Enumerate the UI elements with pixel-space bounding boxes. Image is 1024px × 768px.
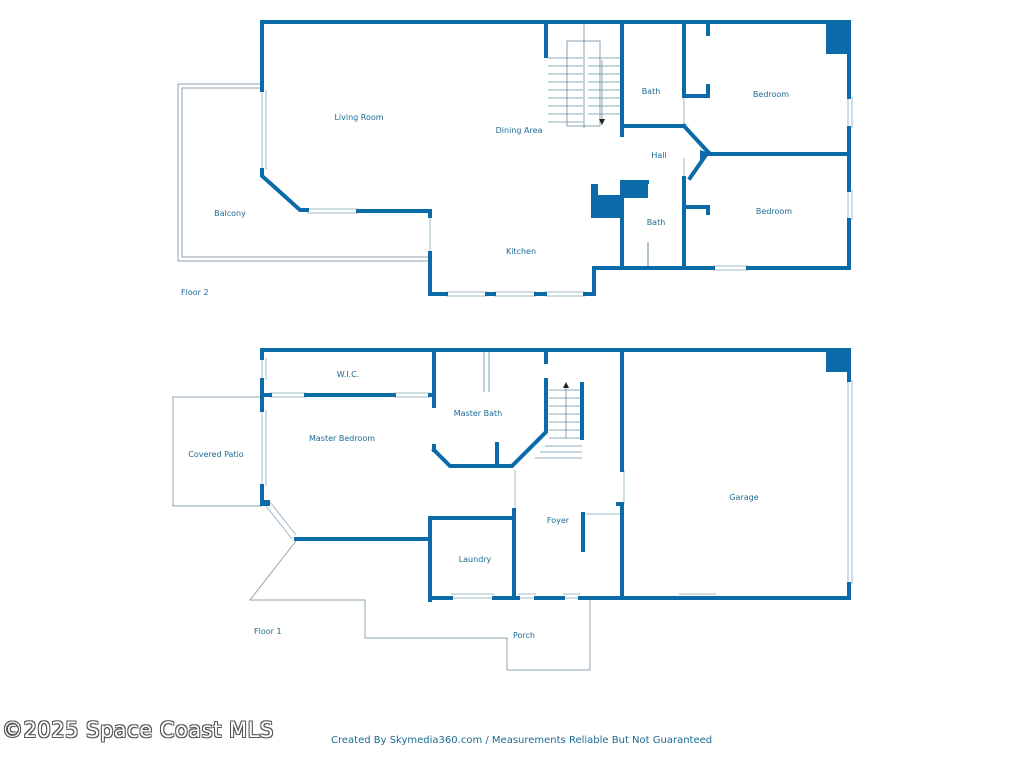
mls-watermark: ©2025 Space Coast MLS (2, 718, 274, 742)
windows-floor-1 (261, 358, 853, 599)
room-label-hall: Hall (651, 151, 666, 160)
room-label-garage: Garage (729, 493, 758, 502)
room-label-covered-patio: Covered Patio (188, 450, 244, 459)
room-label-master-bedroom: Master Bedroom (309, 434, 375, 443)
stairs-upper (548, 24, 620, 128)
floor-label-2: Floor 2 (181, 288, 209, 297)
room-label-master-bath: Master Bath (454, 409, 502, 418)
room-label-bedroom-upper: Bedroom (753, 90, 789, 99)
room-label-dining-area: Dining Area (496, 126, 543, 135)
room-label-bath-upper: Bath (642, 87, 661, 96)
room-label-bedroom-lower: Bedroom (756, 207, 792, 216)
room-label-kitchen: Kitchen (506, 247, 536, 256)
windows-floor-2 (261, 90, 853, 297)
balcony-outline (177, 83, 430, 262)
walls-floor-1 (260, 348, 851, 602)
room-label-foyer: Foyer (547, 516, 570, 525)
floor-1-plan: W.I.C. Master Bath Master Bedroom Covere… (172, 348, 853, 671)
stairs-lower (483, 352, 582, 459)
floor-label-1: Floor 1 (254, 627, 282, 636)
room-label-living-room: Living Room (334, 113, 383, 122)
patio-porch-outline (172, 396, 591, 671)
floor-2-plan: Living Room Dining Area Bath Bedroom Hal… (177, 20, 853, 297)
room-label-laundry: Laundry (459, 555, 492, 564)
wall-blocks-floor-1 (260, 350, 850, 506)
room-label-bath-lower: Bath (647, 218, 666, 227)
room-label-balcony: Balcony (214, 209, 246, 218)
room-label-porch: Porch (513, 631, 535, 640)
wall-blocks-floor-2 (591, 22, 850, 218)
room-label-wic: W.I.C. (337, 370, 360, 379)
walls-floor-2 (260, 20, 851, 296)
footer-credit: Created By Skymedia360.com / Measurement… (331, 735, 713, 746)
